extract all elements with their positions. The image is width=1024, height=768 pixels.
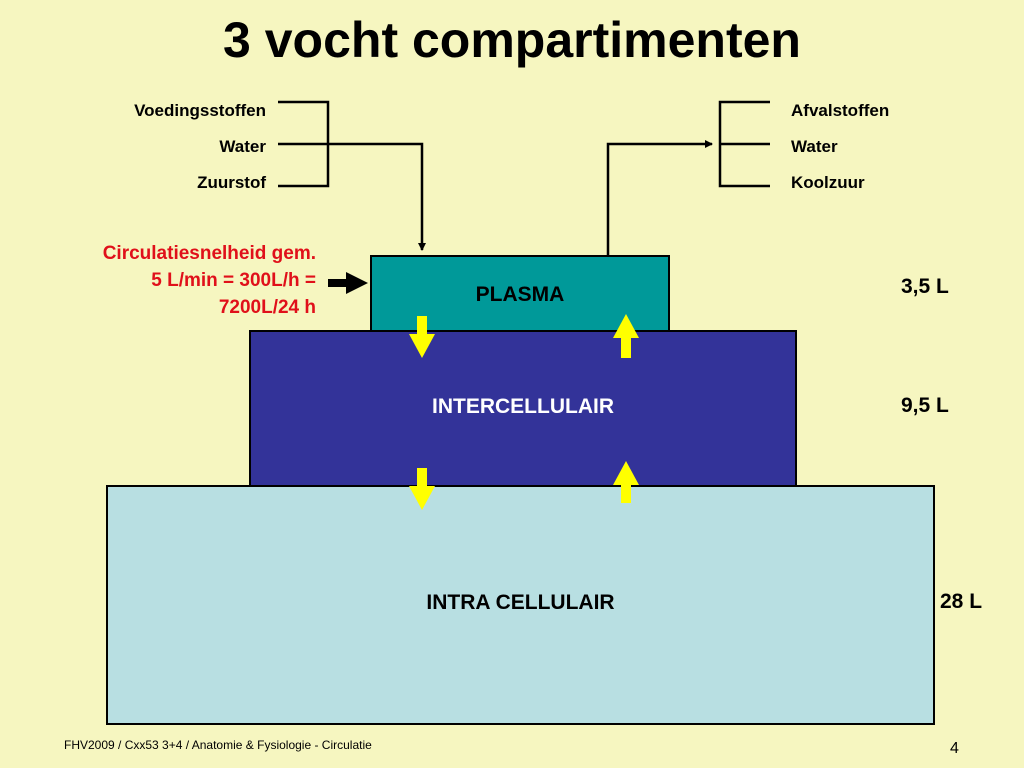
exchange-arrow-down-icon: [409, 316, 435, 358]
exchange-arrow-up-icon: [613, 461, 639, 503]
circulation-note-line2: 5 L/min = 300L/h =: [151, 270, 316, 291]
intracellular-volume: 28 L: [940, 590, 983, 613]
footer-text: FHV2009 / Cxx53 3+4 / Anatomie & Fysiolo…: [64, 738, 372, 752]
input-label-oxygen: Zuurstof: [197, 173, 266, 192]
circulation-note: Circulatiesnelheid gem. 5 L/min = 300L/h…: [40, 240, 316, 321]
circulation-arrow-icon: [328, 272, 368, 294]
input-label-nutrients: Voedingsstoffen: [134, 101, 266, 120]
slide-title: 3 vocht compartimenten: [223, 12, 801, 68]
page-number: 4: [950, 740, 959, 757]
input-bracket: [278, 100, 426, 251]
intercellular-label: INTERCELLULAIR: [432, 395, 614, 418]
output-bracket: [606, 100, 770, 255]
output-label-waste: Afvalstoffen: [791, 101, 890, 120]
plasma-label: PLASMA: [475, 283, 565, 306]
intercellular-volume: 9,5 L: [901, 394, 949, 417]
plasma-volume: 3,5 L: [901, 275, 949, 298]
intracellular-label: INTRA CELLULAIR: [426, 591, 615, 614]
intercellular-box: INTERCELLULAIR: [249, 330, 797, 487]
exchange-arrow-up-icon: [613, 314, 639, 358]
input-label-water: Water: [219, 137, 266, 156]
output-label-water: Water: [791, 137, 838, 156]
intracellular-box: INTRA CELLULAIR: [106, 485, 935, 725]
output-label-co2: Koolzuur: [791, 173, 865, 192]
circulation-note-line1: Circulatiesnelheid gem.: [102, 243, 316, 264]
exchange-arrow-down-icon: [409, 468, 435, 510]
circulation-note-line3: 7200L/24 h: [218, 297, 316, 318]
